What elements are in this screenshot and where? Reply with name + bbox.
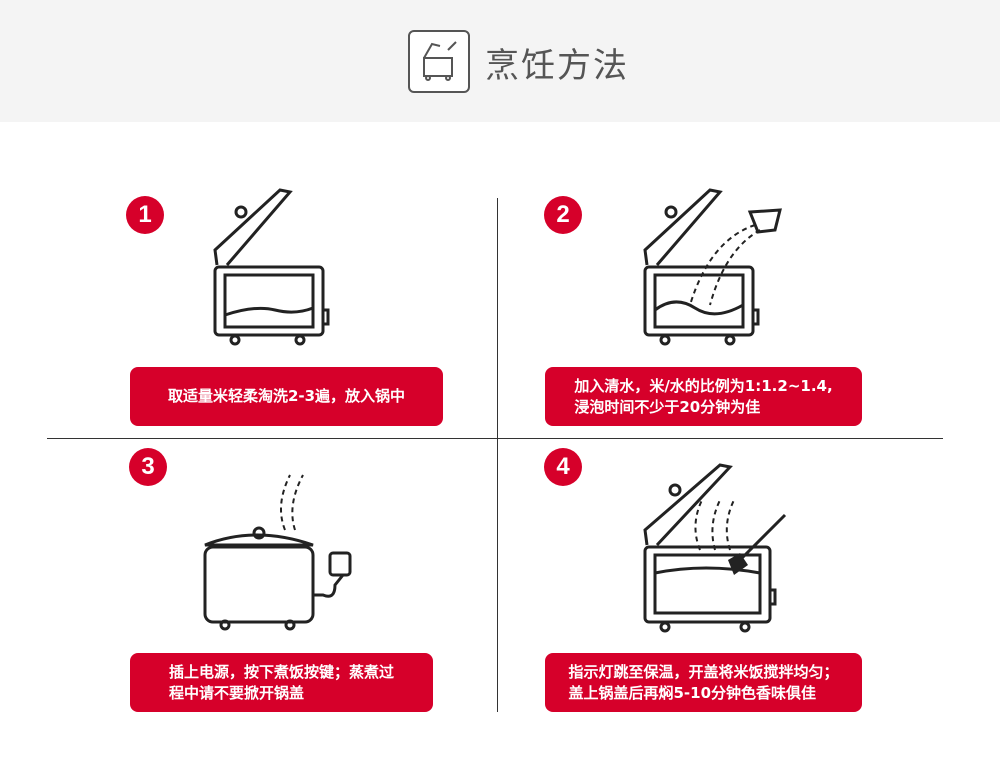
add-water-icon [643, 188, 782, 346]
step-number-2: 2 [544, 196, 582, 234]
step-number-1: 1 [126, 196, 164, 234]
step-number-3: 3 [129, 448, 167, 486]
open-rice-cooker-icon [213, 188, 330, 346]
step-description-3: 插上电源，按下煮饭按键；蒸煮过 程中请不要掀开锅盖 [130, 653, 433, 712]
divider-vertical [497, 198, 498, 712]
page-title: 烹饪方法 [485, 46, 629, 86]
header: 烹饪方法 [0, 0, 1000, 122]
step-description-2: 加入清水，米/水的比例为1:1.2~1.4, 浸泡时间不少于20分钟为佳 [545, 367, 862, 426]
step-description-1: 取适量米轻柔淘洗2-3遍，放入锅中 [130, 367, 443, 426]
rice-cooker-icon [408, 30, 470, 93]
stirring-rice-cooker-icon [643, 463, 787, 633]
plugged-rice-cooker-icon [203, 474, 352, 631]
step-description-4: 指示灯跳至保温，开盖将米饭搅拌均匀； 盖上锅盖后再焖5-10分钟色香味俱佳 [545, 653, 862, 712]
step-number-4: 4 [544, 448, 582, 486]
divider-horizontal [47, 438, 943, 439]
